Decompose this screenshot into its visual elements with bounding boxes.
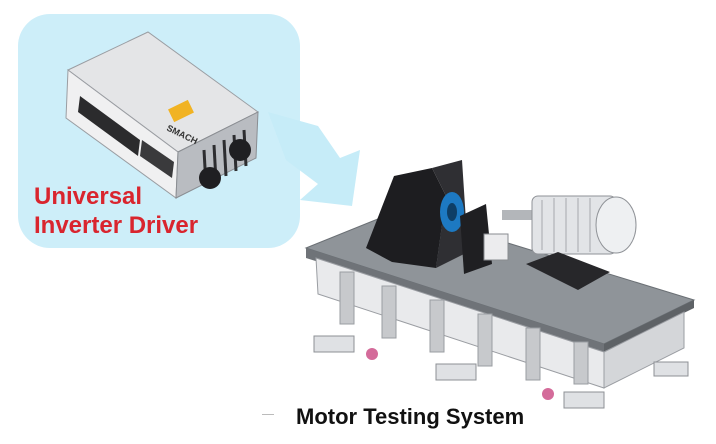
fan-icon: [229, 139, 251, 161]
driver-label-line2: Inverter Driver: [34, 212, 199, 239]
caster-wheel: [366, 348, 378, 360]
caster-wheel: [542, 388, 554, 400]
motor-testing-system: [304, 160, 696, 409]
leveling-foot: [653, 361, 689, 377]
warning-label: [168, 99, 194, 123]
dynamometer-stand: [366, 168, 446, 268]
caption-dash: [262, 414, 274, 415]
fan-icon: [199, 167, 221, 189]
leveling-foot: [313, 335, 355, 353]
driver-label: Universal Inverter Driver: [34, 182, 198, 240]
driver-label-line1: Universal: [34, 183, 143, 210]
system-caption: Motor Testing System: [296, 404, 525, 429]
leveling-foot: [435, 363, 477, 381]
pointer-arrow: [268, 112, 360, 206]
torque-sensor: [483, 233, 509, 261]
inverter-driver-device: [65, 31, 259, 199]
motor-base: [526, 252, 610, 290]
leveling-foot: [563, 391, 605, 409]
